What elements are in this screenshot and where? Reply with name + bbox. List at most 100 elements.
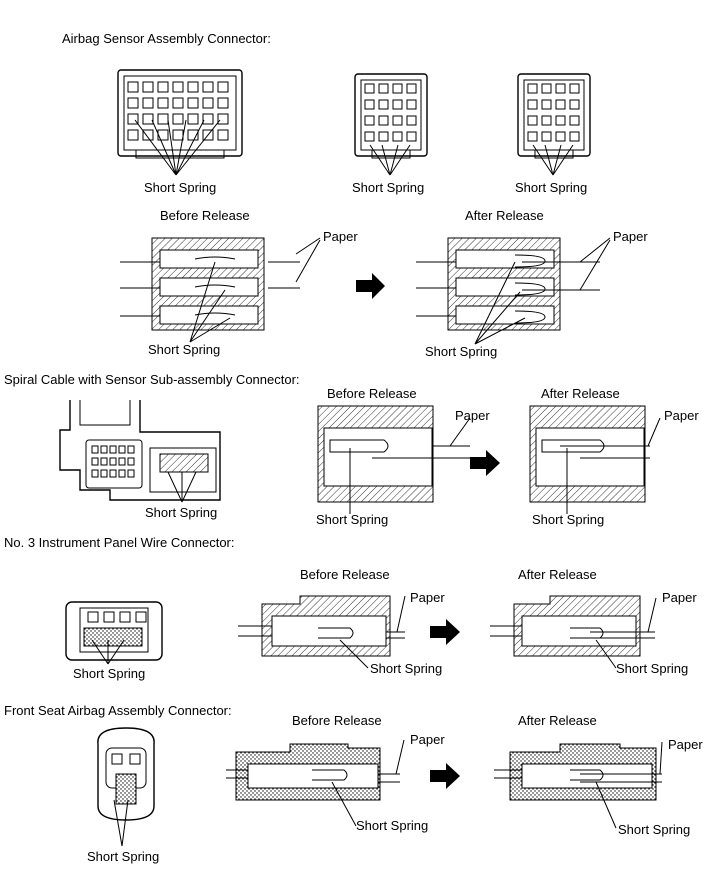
pin-cavity — [527, 99, 538, 110]
section-title-spiral-cable: Spiral Cable with Sensor Sub-assembly Co… — [4, 372, 300, 387]
pin-cavity — [555, 115, 566, 126]
label-before-release: Before Release — [327, 386, 417, 401]
label-short-spring: Short Spring — [144, 180, 217, 195]
pin-cavity — [157, 97, 169, 109]
label-short-spring: Short Spring — [618, 822, 691, 837]
label-paper: Paper — [455, 408, 490, 423]
label-short-spring: Short Spring — [316, 512, 389, 527]
airbag-sensor-connector-large — [117, 69, 243, 176]
pin-cavity — [187, 81, 199, 93]
pin-cavity — [527, 115, 538, 126]
pin-cavity — [118, 445, 126, 454]
pin-cavity — [100, 457, 108, 466]
pin-cavity — [555, 99, 566, 110]
pin-cavity — [406, 99, 417, 110]
pin-cavity — [217, 81, 229, 93]
pin-cavity — [142, 97, 154, 109]
pin-cavity — [364, 115, 375, 126]
label-short-spring: Short Spring — [515, 180, 588, 195]
instrument-panel-connector-front — [65, 601, 163, 665]
pin-cavity — [127, 97, 139, 109]
front-seat-connector-front — [97, 727, 155, 847]
pin-cavity — [217, 113, 229, 125]
airbag-sensor-connector-medium-2 — [517, 73, 591, 176]
pin-cavity — [364, 83, 375, 94]
pin-cavity — [541, 131, 552, 142]
pin-cavity — [378, 131, 389, 142]
section-title-airbag-sensor: Airbag Sensor Assembly Connector: — [62, 31, 271, 46]
pin-cavity — [406, 131, 417, 142]
spiral-cable-connector-front — [59, 400, 221, 503]
label-after-release: After Release — [518, 713, 597, 728]
pin-cavity — [172, 113, 184, 125]
section-title-front-seat: Front Seat Airbag Assembly Connector: — [4, 703, 232, 718]
pin-cavity — [118, 457, 126, 466]
label-short-spring: Short Spring — [370, 661, 443, 676]
pin-cavity — [127, 129, 139, 141]
pin-cavity — [172, 97, 184, 109]
pin-cavity — [187, 113, 199, 125]
label-paper: Paper — [613, 229, 648, 244]
pin-cavity — [100, 445, 108, 454]
pin-cavity — [109, 445, 117, 454]
pin-cavity — [127, 457, 135, 466]
airbag-sensor-before-release-view — [120, 237, 321, 343]
pin-cavity — [541, 83, 552, 94]
label-before-release: Before Release — [292, 713, 382, 728]
pin-cavity — [157, 113, 169, 125]
label-before-release: Before Release — [160, 208, 250, 223]
pin-cavity — [109, 457, 117, 466]
release-arrow-3 — [430, 619, 460, 645]
label-short-spring: Short Spring — [145, 505, 218, 520]
spiral-cable-before-release-view — [317, 405, 471, 514]
pin-cavity — [157, 81, 169, 93]
label-paper: Paper — [323, 229, 358, 244]
label-after-release: After Release — [465, 208, 544, 223]
front-seat-before-release-view — [226, 739, 405, 827]
pin-cavity — [364, 99, 375, 110]
section-title-instrument-panel: No. 3 Instrument Panel Wire Connector: — [4, 535, 235, 550]
pin-cavity — [202, 113, 214, 125]
pin-cavity — [217, 97, 229, 109]
pin-cavity — [202, 97, 214, 109]
label-short-spring: Short Spring — [425, 344, 498, 359]
release-arrow-2 — [470, 450, 500, 476]
label-paper: Paper — [662, 590, 697, 605]
instrument-panel-after-release-view — [490, 595, 657, 669]
pin-cavity — [118, 469, 126, 478]
label-short-spring: Short Spring — [87, 849, 160, 864]
pin-cavity — [364, 131, 375, 142]
pin-cavity — [142, 81, 154, 93]
spiral-cable-after-release-view — [529, 405, 661, 514]
label-after-release: After Release — [541, 386, 620, 401]
instrument-panel-before-release-view — [238, 595, 406, 669]
pin-cavity — [378, 115, 389, 126]
label-short-spring: Short Spring — [532, 512, 605, 527]
airbag-sensor-connector-medium-1 — [354, 73, 428, 176]
pin-cavity — [378, 99, 389, 110]
pin-cavity — [541, 99, 552, 110]
pin-cavity — [172, 81, 184, 93]
label-paper: Paper — [668, 737, 703, 752]
label-short-spring: Short Spring — [148, 342, 221, 357]
pin-cavity — [91, 445, 99, 454]
pin-cavity — [187, 129, 199, 141]
pin-cavity — [392, 99, 403, 110]
release-arrow-4 — [430, 763, 460, 789]
pin-cavity — [142, 113, 154, 125]
pin-cavity — [555, 83, 566, 94]
pin-cavity — [406, 83, 417, 94]
pin-cavity — [127, 445, 135, 454]
pin-cavity — [142, 129, 154, 141]
pin-cavity — [569, 83, 580, 94]
pin-cavity — [109, 469, 117, 478]
pin-cavity — [100, 469, 108, 478]
label-before-release: Before Release — [300, 567, 390, 582]
pin-cavity — [127, 469, 135, 478]
pin-cavity — [217, 129, 229, 141]
label-short-spring: Short Spring — [356, 818, 429, 833]
label-short-spring: Short Spring — [73, 666, 146, 681]
pin-cavity — [569, 131, 580, 142]
label-paper: Paper — [410, 732, 445, 747]
